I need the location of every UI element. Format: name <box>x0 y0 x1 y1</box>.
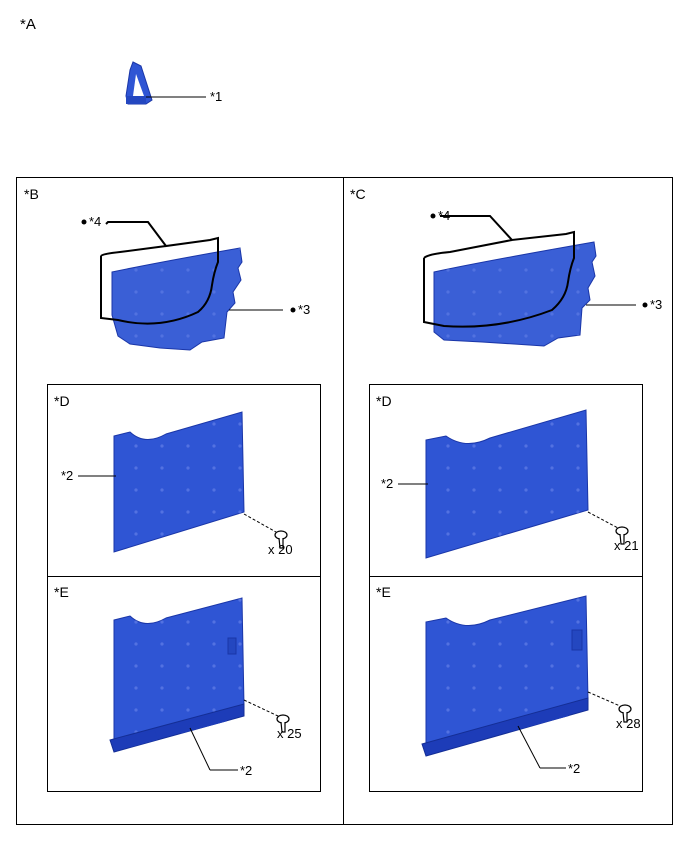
qty-cd: x 21 <box>614 538 639 553</box>
clip-icon-ce <box>618 704 632 723</box>
bullet-b3 <box>290 307 296 313</box>
bullet-c4 <box>430 213 436 219</box>
trim-board-assembly-c <box>423 215 597 347</box>
callout-c4: *4 <box>438 208 451 223</box>
bullet-b4 <box>81 219 87 225</box>
dashed-line-cd <box>587 511 619 529</box>
leader-line-be2-diag <box>189 727 211 771</box>
callout-c3: *3 <box>650 297 663 312</box>
qty-bd: x 20 <box>268 542 293 557</box>
view-label-a: *A <box>20 16 36 33</box>
frame-divider <box>343 177 344 825</box>
leader-line-ce2-diag <box>517 725 541 769</box>
panel-b-e-frame <box>47 576 321 792</box>
clip-icon-bd <box>274 530 288 549</box>
dashed-line-be <box>243 699 279 717</box>
callout-b4: *4 <box>89 214 102 229</box>
view-label-cd: *D <box>376 393 392 409</box>
dashed-line-bd <box>243 513 277 533</box>
qty-be: x 25 <box>277 726 302 741</box>
callout-cd2: *2 <box>381 476 394 491</box>
view-label-ce: *E <box>376 584 391 600</box>
bullet-c3 <box>642 302 648 308</box>
outer-frame <box>16 177 673 825</box>
clip-icon-cd <box>615 526 629 545</box>
clip-icon-be <box>276 714 290 733</box>
view-label-c: *C <box>350 186 366 202</box>
board-c-d <box>425 409 589 559</box>
callout-ce2: *2 <box>568 761 581 776</box>
board-b-d <box>113 411 245 553</box>
view-label-be: *E <box>54 584 69 600</box>
dashed-line-ce <box>587 691 621 707</box>
clip-part <box>125 61 153 105</box>
callout-bd2: *2 <box>61 468 74 483</box>
view-label-b: *B <box>24 186 39 202</box>
callout-be2: *2 <box>240 763 253 778</box>
trim-board-assembly-b <box>100 221 243 351</box>
board-b-e <box>109 597 245 753</box>
view-label-bd: *D <box>54 393 70 409</box>
panel-c-e-frame <box>369 576 643 792</box>
qty-ce: x 28 <box>616 716 641 731</box>
callout-a1: *1 <box>210 89 223 104</box>
board-c-e <box>421 595 589 757</box>
callout-b3: *3 <box>298 302 311 317</box>
